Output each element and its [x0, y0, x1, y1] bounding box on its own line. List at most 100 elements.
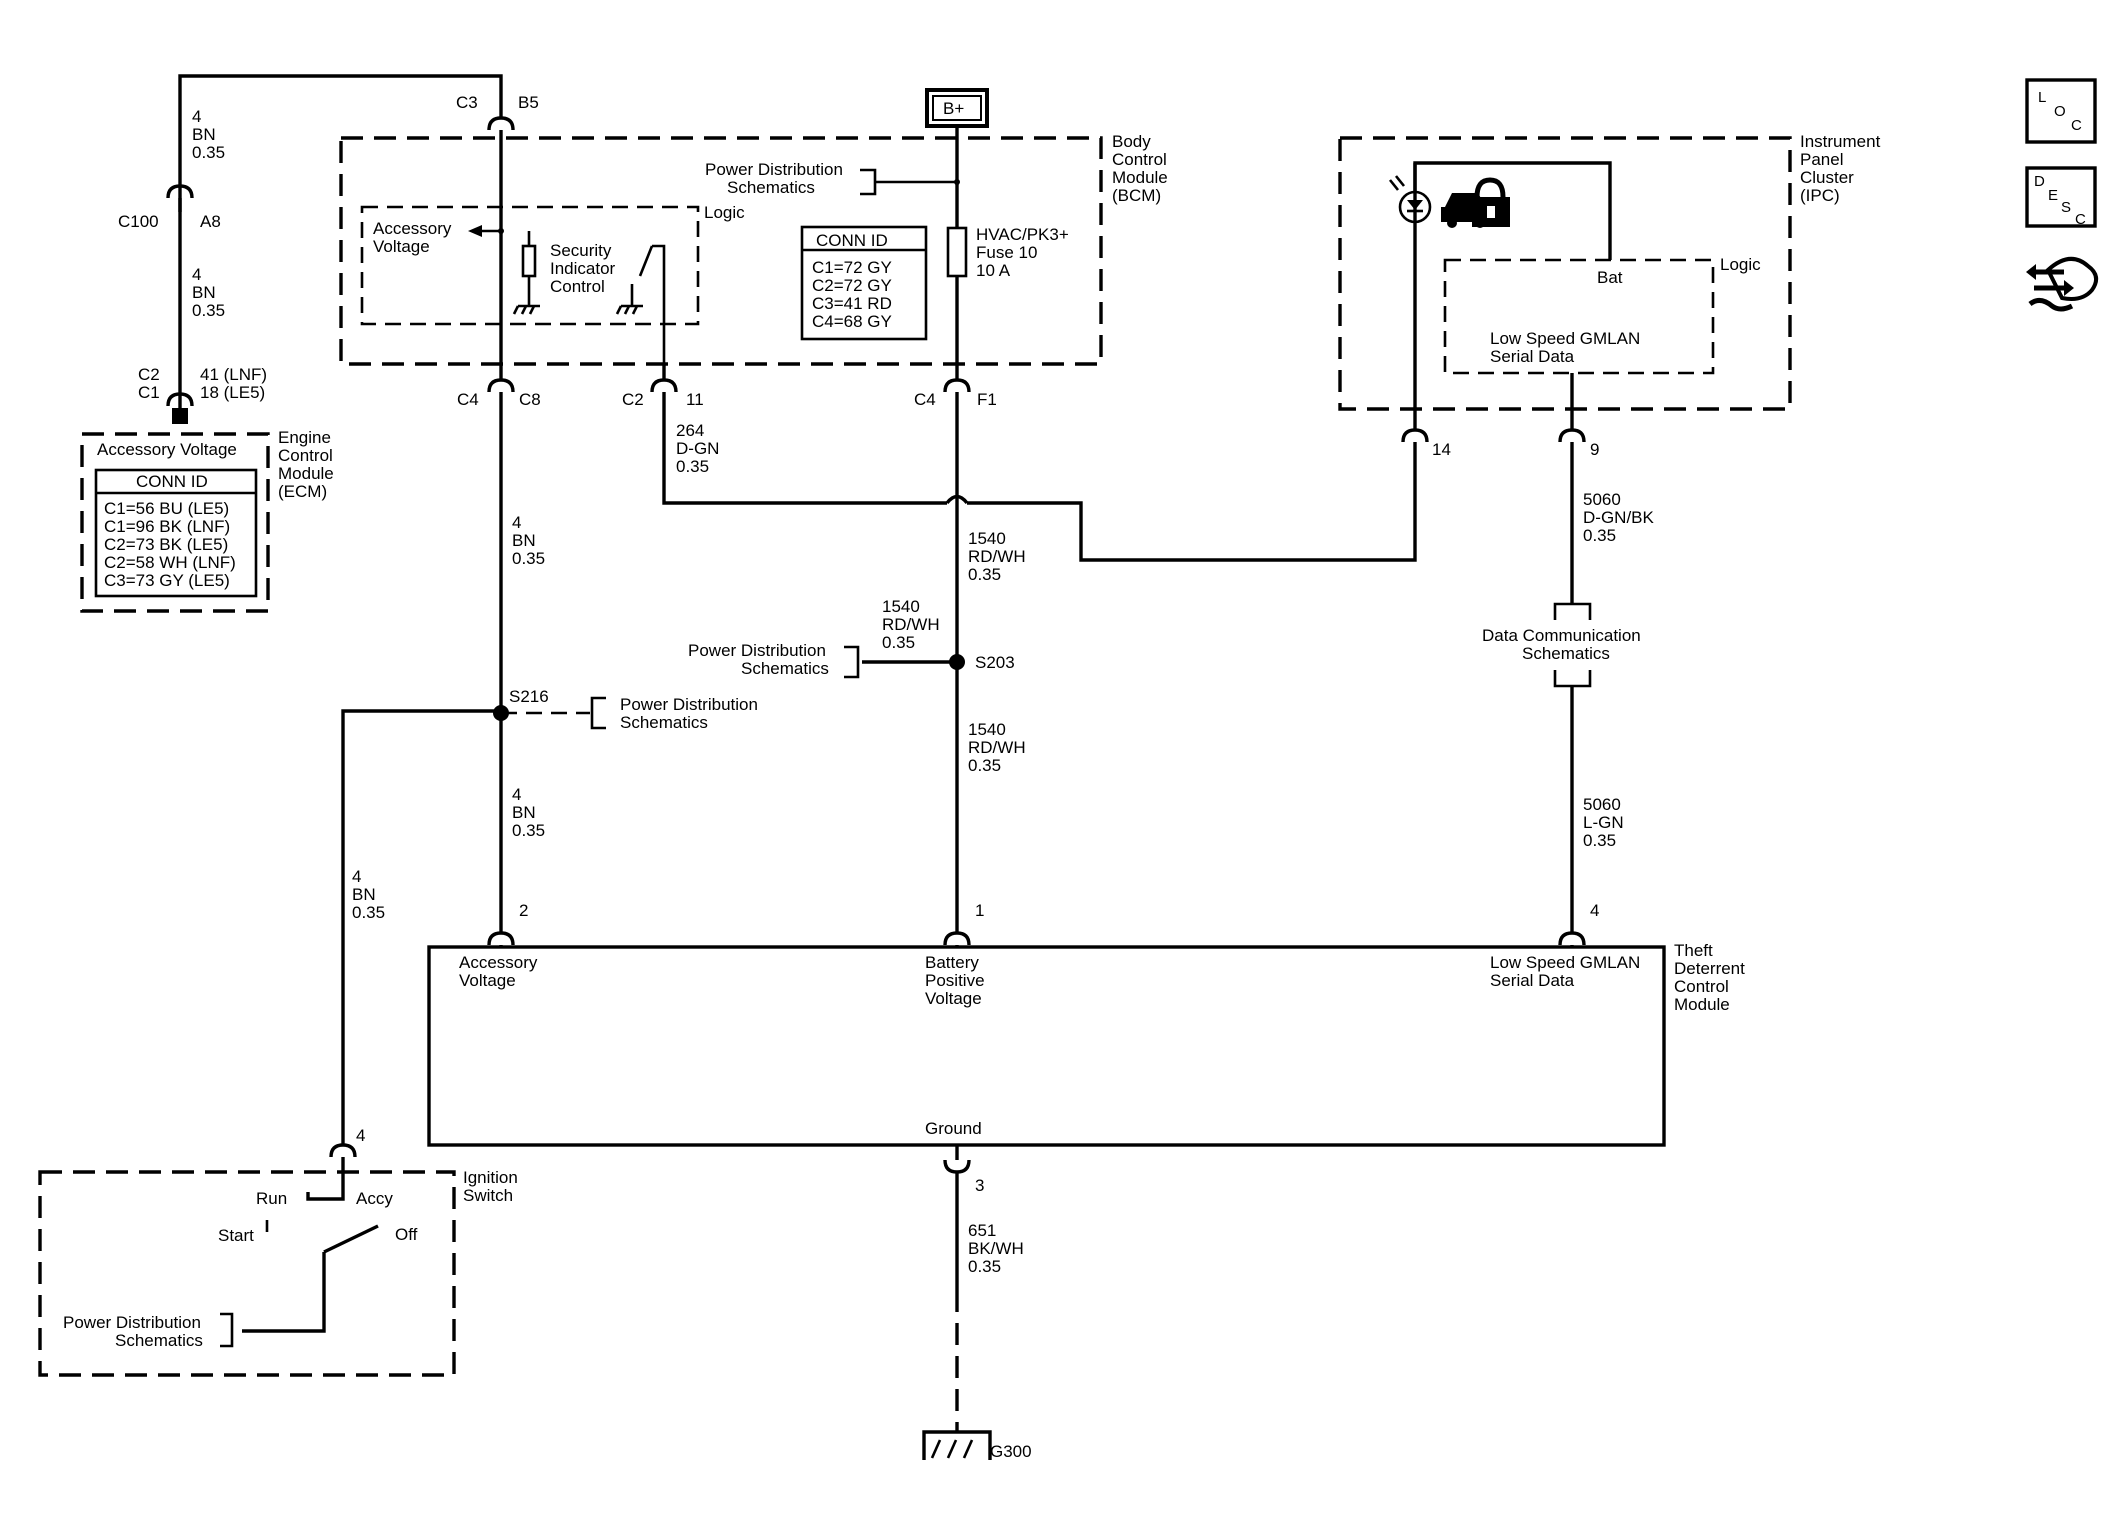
ipc-bat-label: Bat — [1597, 268, 1623, 287]
wire-label: 1540 — [882, 597, 920, 616]
wire-label: 0.35 — [192, 143, 225, 162]
pd216-label: Schematics — [620, 713, 708, 732]
dcs-label: Schematics — [1522, 644, 1610, 663]
wire-label: BN — [192, 125, 216, 144]
svg-text:D: D — [2034, 173, 2045, 190]
accessory-voltage-feed — [166, 74, 515, 424]
ecm-conn-row: C1=56 BU (LE5) — [104, 499, 229, 518]
wire-label: RD/WH — [968, 547, 1026, 566]
wire-label: 264 — [676, 421, 704, 440]
wire-label: BN — [512, 803, 536, 822]
tdcm-title: Theft — [1674, 941, 1713, 960]
security-lock-icon — [1441, 177, 1510, 228]
wire-label: 0.35 — [968, 756, 1001, 775]
wire-label: 0.35 — [512, 549, 545, 568]
loc-icon[interactable]: L O C — [2025, 78, 2097, 144]
tdcm-title: Deterrent — [1674, 959, 1745, 978]
wire-label: BN — [352, 885, 376, 904]
ignition-switch — [38, 1143, 456, 1377]
bcm-conn-id: CONN ID — [816, 231, 888, 250]
pin-3: 3 — [975, 1176, 984, 1195]
tdcm-title: Control — [1674, 977, 1729, 996]
ecm-title: Engine — [278, 428, 331, 447]
dcs-label: Data Communication — [1482, 626, 1641, 645]
ign-accy: Accy — [356, 1189, 393, 1208]
wire-label: 0.35 — [1583, 526, 1616, 545]
ipc-module — [1338, 136, 1792, 443]
conn-b5: B5 — [518, 93, 539, 112]
ground-g300: G300 — [990, 1442, 1032, 1461]
fuse-label: Fuse 10 — [976, 243, 1037, 262]
wire-label: RD/WH — [968, 738, 1026, 757]
conn-c4: C4 — [457, 390, 479, 409]
tdcm-title: Module — [1674, 995, 1730, 1014]
battery-positive-source — [925, 88, 989, 183]
wire-label: 0.35 — [968, 565, 1001, 584]
splice-s216: S216 — [509, 687, 549, 706]
bcm-title: Module — [1112, 168, 1168, 187]
wire-label: 4 — [352, 867, 361, 886]
pin-4: 4 — [1590, 901, 1599, 920]
wire-label: 1540 — [968, 720, 1006, 739]
wire-label: 0.35 — [882, 633, 915, 652]
bcm-sec-label: Indicator — [550, 259, 616, 278]
pd203-label: Power Distribution — [688, 641, 826, 660]
pin-14: 14 — [1432, 440, 1451, 459]
ipc-gmlan-label: Serial Data — [1490, 347, 1575, 366]
svg-text:O: O — [2054, 103, 2066, 120]
tdcm-bat-label: Battery — [925, 953, 979, 972]
tdcm-gmlan-label: Serial Data — [1490, 971, 1575, 990]
splice-s203: S203 — [975, 653, 1015, 672]
svg-text:L: L — [2038, 89, 2046, 106]
ign-pin-4: 4 — [356, 1126, 365, 1145]
ecm-conn-id: CONN ID — [136, 472, 208, 491]
ecm-accessory-voltage: Accessory Voltage — [97, 440, 237, 459]
svg-text:C: C — [2071, 117, 2082, 134]
pin-2: 2 — [519, 901, 528, 920]
bcm-pd-label: Power Distribution — [705, 160, 843, 179]
ign-pd-label: Power Distribution — [63, 1313, 201, 1332]
wire-label: BN — [512, 531, 536, 550]
conn-c4: C4 — [914, 390, 936, 409]
ign-start: Start — [218, 1226, 254, 1245]
mid-wiring — [341, 392, 1592, 1145]
pin-9: 9 — [1590, 440, 1599, 459]
bplus-label: B+ — [943, 99, 964, 118]
bcm-title: (BCM) — [1112, 186, 1161, 205]
ign-title: Ignition — [463, 1168, 518, 1187]
ipc-gmlan-label: Low Speed GMLAN — [1490, 329, 1640, 348]
wire-label: 0.35 — [968, 1257, 1001, 1276]
ign-off: Off — [395, 1225, 418, 1244]
conn-c8: C8 — [519, 390, 541, 409]
pin-11: 11 — [686, 390, 704, 409]
fuse-label: 10 A — [976, 261, 1011, 280]
desc-icon[interactable]: D E S C — [2025, 166, 2097, 228]
bcm-pd-label: Schematics — [727, 178, 815, 197]
ecm-conn-row: C1=96 BK (LNF) — [104, 517, 230, 536]
ipc-logic-label: Logic — [1720, 255, 1761, 274]
pin-label: 41 (LNF) — [200, 365, 267, 384]
ecm-title: Module — [278, 464, 334, 483]
conn-c2: C2 — [138, 365, 160, 384]
conn-c100: C100 — [118, 212, 159, 231]
conn-f1: F1 — [977, 390, 997, 409]
ecm-conn-row: C2=73 BK (LE5) — [104, 535, 228, 554]
wire-label: D-GN/BK — [1583, 508, 1655, 527]
ecm-title: (ECM) — [278, 482, 327, 501]
wire-label: BK/WH — [968, 1239, 1024, 1258]
bcm-title: Body — [1112, 132, 1151, 151]
tdcm-bat-label: Voltage — [925, 989, 982, 1008]
wire-label: 4 — [512, 785, 521, 804]
ign-title: Switch — [463, 1186, 513, 1205]
wire-label: 4 — [192, 265, 201, 284]
tdcm-acc-label: Voltage — [459, 971, 516, 990]
connector-end-view-icon[interactable] — [2026, 257, 2099, 312]
conn-a8: A8 — [200, 212, 221, 231]
ign-run: Run — [256, 1189, 287, 1208]
wire-label: 0.35 — [676, 457, 709, 476]
ecm-conn-row: C3=73 GY (LE5) — [104, 571, 230, 590]
bcm-sec-label: Control — [550, 277, 605, 296]
pd203-label: Schematics — [741, 659, 829, 678]
svg-text:C: C — [2075, 211, 2086, 228]
